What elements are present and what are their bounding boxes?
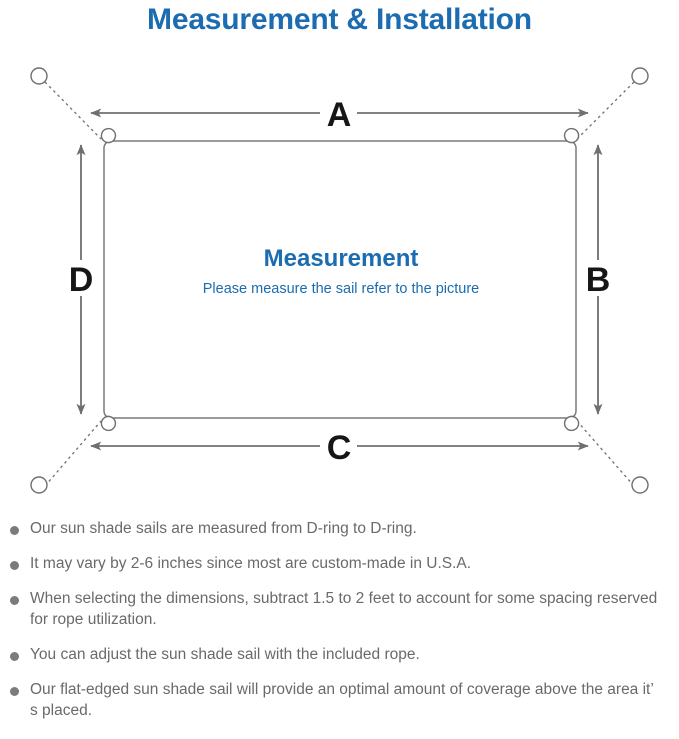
bullet-icon xyxy=(10,526,19,535)
anchor-rings xyxy=(30,67,649,494)
note-text: Our sun shade sails are measured from D-… xyxy=(30,520,417,537)
list-item: You can adjust the sun shade sail with t… xyxy=(0,644,679,665)
note-text: It may vary by 2-6 inches since most are… xyxy=(30,555,472,572)
list-item: Our sun shade sails are measured from D-… xyxy=(0,518,679,539)
anchor-top-right xyxy=(631,67,649,85)
bullet-icon xyxy=(10,652,19,661)
list-item: Our flat-edged sun shade sail will provi… xyxy=(0,679,679,721)
note-text: When selecting the dimensions, subtract … xyxy=(30,590,658,628)
dimension-label-c: C xyxy=(327,429,352,467)
dimension-label-d: D xyxy=(69,261,94,299)
d-rings xyxy=(100,127,580,432)
d-ring-top-right xyxy=(563,127,580,144)
sail-heading: Measurement xyxy=(264,245,419,272)
d-ring-bottom-right xyxy=(563,415,580,432)
bullet-icon xyxy=(10,596,19,605)
dimension-label-b: B xyxy=(586,261,611,299)
rope-lines xyxy=(44,81,635,487)
anchor-top-left xyxy=(30,67,48,85)
notes-list: Our sun shade sails are measured from D-… xyxy=(0,518,679,735)
note-text: You can adjust the sun shade sail with t… xyxy=(30,646,420,663)
rope-bottom-right xyxy=(576,420,635,487)
list-item: When selecting the dimensions, subtract … xyxy=(0,588,679,630)
rope-bottom-left xyxy=(44,420,102,487)
bullet-icon xyxy=(10,561,19,570)
sail-rectangle xyxy=(103,140,577,419)
page-title: Measurement & Installation xyxy=(147,3,532,36)
anchor-bottom-right xyxy=(631,476,649,494)
list-item: It may vary by 2-6 inches since most are… xyxy=(0,553,679,574)
sail-measurement-diagram: A C D B Measurement Please measure the s… xyxy=(0,48,679,512)
note-text: Our flat-edged sun shade sail will provi… xyxy=(30,681,654,719)
bullet-icon xyxy=(10,687,19,696)
sail-subheading: Please measure the sail refer to the pic… xyxy=(203,281,479,297)
d-ring-top-left xyxy=(100,127,117,144)
d-ring-bottom-left xyxy=(100,415,117,432)
anchor-bottom-left xyxy=(30,476,48,494)
rope-top-right xyxy=(576,81,635,140)
rope-top-left xyxy=(44,81,102,140)
diagram-svg: A C D B Measurement Please measure the s… xyxy=(30,67,649,494)
dimension-label-a: A xyxy=(327,96,352,134)
